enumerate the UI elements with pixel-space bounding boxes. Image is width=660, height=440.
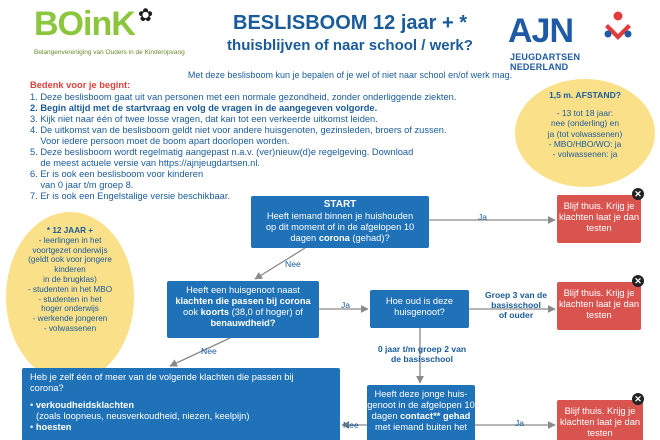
age-bubble: * 12 JAAR + - leerlingen in het voortgez… <box>6 212 134 382</box>
ajn-logo-subtitle: JEUGDARTSEN NEDERLAND <box>510 52 581 72</box>
distance-bubble-line: ja (tot volwassenen) <box>547 128 623 139</box>
boink-logo-word: BOinK <box>34 5 136 43</box>
instruction-item: 7. Er is ook een Engelstalige versie bes… <box>30 191 230 201</box>
start-title: START <box>323 199 357 210</box>
complaints-line: Heb je zelf één of meer van de volgende … <box>30 372 294 382</box>
age-bubble-line: kinderen <box>54 265 86 275</box>
age-bubble-line: - studenten in het MBO <box>27 284 113 294</box>
instruction-item: de meest actuele versie van https://ajnj… <box>30 158 260 168</box>
child-figure-icon: ✿ <box>138 5 154 25</box>
instructions-list: Bedenk voor je begint: 1. Deze beslisboo… <box>30 80 500 202</box>
instruction-item: 1. Deze beslisboom gaat uit van personen… <box>30 92 457 102</box>
contact-question-node: Heeft deze jonge huis- genoot in de afge… <box>367 385 475 440</box>
complaints-bullet: • verkoudheidsklachten <box>30 400 135 410</box>
age-bubble-line: - werkende jongeren <box>32 314 108 324</box>
household-line: klachten die passen bij corona <box>175 296 311 306</box>
start-line: op dit moment of in de afgelopen 10 <box>265 222 415 232</box>
edge-label-ja: Ja <box>341 300 351 310</box>
complaints-bullet-sub: (zoals loopneus, neusverkoudheid, niezen… <box>36 411 250 421</box>
instruction-item: 4. De uitkomst van de beslisboom geldt n… <box>30 125 447 135</box>
ajn-logo: AJN JEUGDARTSEN NEDERLAND <box>508 8 638 72</box>
contact-line: dagen contact** gehad <box>371 411 471 421</box>
distance-bubble: 1,5 m. AFSTAND? - 13 tot 18 jaar: nee (o… <box>515 79 655 187</box>
page-subtitle: thuisblijven of naar school / werk? <box>227 37 473 54</box>
close-icon[interactable]: ✕ <box>632 393 644 405</box>
page-title: BESLISBOOM 12 jaar + * <box>233 12 467 34</box>
instruction-item: 2. Begin altijd met de startvraag en vol… <box>30 103 378 113</box>
distance-bubble-line: - MBO/HBO/WO: ja <box>548 138 622 149</box>
contact-line: genoot in de afgelopen 10 <box>367 400 475 410</box>
age-bubble-title: * 12 JAAR + <box>46 226 94 235</box>
start-line: Heeft iemand binnen je huishouden <box>266 211 414 221</box>
instruction-item: van 0 jaar t/m groep 8. <box>30 180 134 190</box>
age-line: huisgenoot? <box>394 307 445 317</box>
instruction-item: 5. Deze beslisboom wordt regelmatig aang… <box>30 147 414 157</box>
age-bubble-line: (geldt ook voor jongere <box>28 255 112 265</box>
boink-logo-subtitle: Belangenvereniging van Ouders in de Kind… <box>34 49 185 56</box>
edge-label-nee: Nee <box>201 346 217 356</box>
distance-bubble-line: nee (onderling) en <box>551 118 619 129</box>
edge-label-ja: Ja <box>478 212 488 222</box>
start-line: dagen corona (gehad)? <box>290 233 390 243</box>
instruction-item: 6. Er is ook een beslisboom voor kindere… <box>30 169 204 179</box>
distance-bubble-line: - 13 tot 18 jaar: <box>556 108 614 119</box>
age-bubble-line: - studenten in het <box>38 294 102 304</box>
edge-label-young: 0 jaar t/m groep 2 van de basisschool <box>377 344 467 364</box>
close-icon[interactable]: ✕ <box>632 188 644 200</box>
arrow-start-to-household <box>254 247 306 280</box>
age-line: Hoe oud is deze <box>385 296 454 306</box>
contact-line: Heeft deze jonge huis- <box>374 389 468 399</box>
ajn-logo-word: AJN <box>508 12 574 50</box>
age-bubble-line: - volwassenen <box>43 323 97 333</box>
intro-text: Met deze beslisboom kun je bepalen of je… <box>187 70 513 80</box>
edge-label-group3: Groep 3 van de basisschool of ouder <box>484 290 548 320</box>
edge-label-nee: Nee <box>343 420 359 430</box>
boink-logo: BOinK ✿ Belangenvereniging van Ouders in… <box>34 5 194 63</box>
people-icon <box>604 11 632 40</box>
complaints-bullet: • hoesten <box>30 422 72 432</box>
instructions-heading: Bedenk voor je begint: <box>30 80 131 90</box>
instruction-item: 3. Kijk niet naar één of twee losse vrag… <box>30 114 378 124</box>
start-question-node: START Heeft iemand binnen je huishouden … <box>251 196 429 248</box>
edge-label-nee: Nee <box>285 259 301 269</box>
distance-bubble-line: - volwassenen: ja <box>552 149 618 160</box>
age-bubble-line: - leerlingen in het <box>38 235 102 245</box>
complaints-question-node: Heb je zelf één of meer van de volgende … <box>22 368 340 440</box>
edge-label-ja: Ja <box>515 418 525 428</box>
age-question-node: Hoe oud is deze huisgenoot? <box>370 290 469 328</box>
age-bubble-line: voortgezet onderwijs <box>32 245 108 255</box>
complaints-line: corona? <box>30 383 64 393</box>
age-bubble-line: hoger onderwijs <box>41 304 99 314</box>
result-stay-home: Blijf thuis. Krijg je klachten laat je d… <box>557 195 641 243</box>
household-line: benauwdheid? <box>210 318 276 328</box>
arrow-household-to-complaints <box>169 337 231 367</box>
age-bubble-line: in de brugklas) <box>43 274 97 284</box>
result-stay-home: Blijf thuis. Krijg je klachten laat je d… <box>557 282 641 330</box>
contact-line: met iemand buiten het <box>375 422 467 432</box>
distance-bubble-title: 1,5 m. AFSTAND? <box>548 90 622 100</box>
household-line: ook koorts (38,0 of hoger) of <box>183 307 303 317</box>
household-line: Heeft een huisgenoot naast <box>186 285 300 295</box>
close-icon[interactable]: ✕ <box>632 275 644 287</box>
household-question-node: Heeft een huisgenoot naast klachten die … <box>167 281 319 338</box>
result-stay-home: Blijf thuis. Krijg je klachten laat je d… <box>557 400 643 440</box>
instruction-item: Voor iedere persoon moet de boom apart d… <box>30 136 290 146</box>
